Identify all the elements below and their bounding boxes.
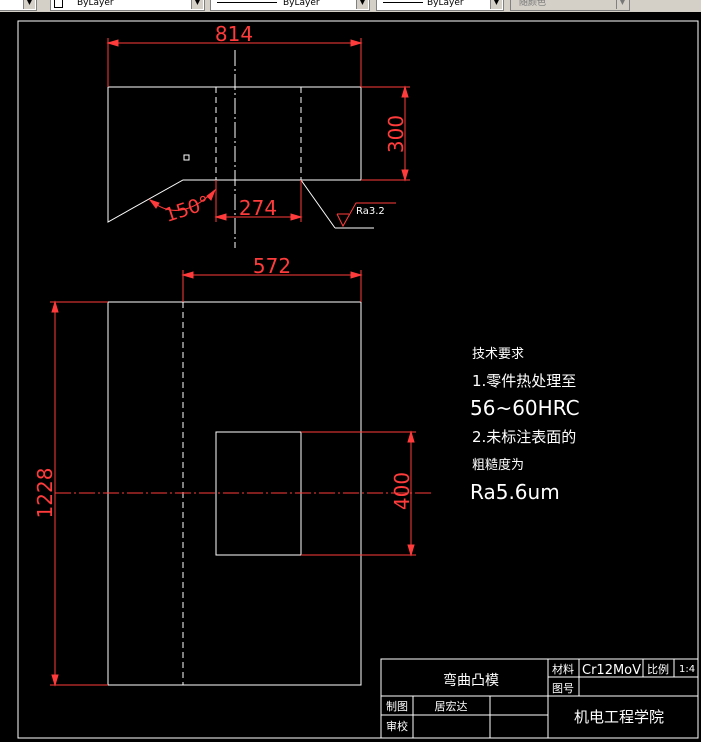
arrow-icon <box>51 674 59 687</box>
checked-label: 审校 <box>386 719 408 733</box>
plotstyle-control-dropdown[interactable]: 随颜色 ▼ <box>510 0 630 11</box>
part-name: 弯曲凸模 <box>443 672 499 689</box>
material-label: 材料 <box>552 662 574 676</box>
top-view-marker <box>183 154 190 161</box>
plotstyle-control-value: 随颜色 <box>519 0 547 8</box>
title-block <box>380 658 699 739</box>
dim-572-text: 572 <box>253 254 291 278</box>
roughness-check-mark <box>336 202 396 228</box>
linetype-control-value: ByLayer <box>283 0 320 8</box>
drawn-label: 制图 <box>386 700 408 713</box>
properties-toolbar: ▼ ByLayer ▼ ByLayer ▼ ByLayer ▼ 随颜色 ▼ <box>0 0 701 12</box>
lineweight-preview <box>383 2 423 3</box>
title-block-text: 弯曲凸模 材料 Cr12MoV 比例 1:4 图号 制图 居宏达 审校 机电工程… <box>386 662 695 733</box>
top-view-dim-text: 814 300 274 150° <box>162 22 408 227</box>
material-value: Cr12MoV <box>582 663 641 678</box>
notes-line-5: Ra5.6um <box>470 480 560 504</box>
arrow-icon <box>148 199 160 209</box>
dim-400-text: 400 <box>390 472 414 510</box>
front-view-dim-text: 572 1228 400 <box>33 254 414 518</box>
dim-angle-text: 150° <box>162 192 212 227</box>
drawing-frame <box>17 20 699 739</box>
title-block-frame <box>380 658 699 739</box>
technical-notes: 技术要求 1.零件热处理至 56~60HRC 2.未标注表面的 粗糙度为 Ra5… <box>470 347 580 504</box>
notes-line-3: 2.未标注表面的 <box>472 428 576 446</box>
chevron-down-icon: ▼ <box>490 0 502 9</box>
scale-label: 比例 <box>647 662 669 676</box>
arrow-icon <box>181 271 194 279</box>
chevron-down-icon: ▼ <box>23 0 35 9</box>
arrow-icon <box>206 188 217 201</box>
roughness-symbol-icon <box>336 202 396 228</box>
lineweight-control-value: ByLayer <box>427 0 464 8</box>
arrow-icon <box>51 300 59 313</box>
scale-value: 1:4 <box>679 664 695 675</box>
chevron-down-icon: ▼ <box>356 0 368 9</box>
dim-814-text: 814 <box>215 22 253 46</box>
arrow-icon <box>350 271 363 279</box>
chevron-down-icon: ▼ <box>191 0 203 9</box>
color-control-dropdown[interactable]: ByLayer ▼ <box>50 0 205 11</box>
arrow-icon <box>214 213 227 221</box>
arrow-icon <box>401 85 409 98</box>
arrow-icon <box>407 544 415 557</box>
roughness-leader <box>300 179 336 229</box>
notes-line-2: 56~60HRC <box>470 396 580 420</box>
roughness-text: Ra3.2 <box>356 206 385 217</box>
layer-control-dropdown[interactable]: ▼ <box>0 0 37 11</box>
lineweight-control-dropdown[interactable]: ByLayer ▼ <box>376 0 504 11</box>
top-view-dimensions <box>106 38 410 222</box>
color-swatch-icon <box>54 0 63 8</box>
arrow-icon <box>401 169 409 182</box>
front-view-dimensions <box>50 270 416 687</box>
notes-line-1: 1.零件热处理至 <box>472 372 576 390</box>
drawing-no-label: 图号 <box>552 682 574 695</box>
notes-line-4: 粗糙度为 <box>472 457 524 473</box>
notes-title: 技术要求 <box>472 347 524 362</box>
linetype-preview <box>217 2 277 3</box>
linetype-control-dropdown[interactable]: ByLayer ▼ <box>210 0 370 11</box>
chevron-down-icon: ▼ <box>616 0 628 9</box>
arrow-icon <box>290 213 303 221</box>
color-control-value: ByLayer <box>77 0 114 8</box>
institute-name: 机电工程学院 <box>574 708 664 726</box>
drawn-name: 居宏达 <box>435 699 468 713</box>
arrow-icon <box>350 39 363 47</box>
dim-300-text: 300 <box>384 115 408 153</box>
dim-1228-text: 1228 <box>33 468 57 519</box>
arrow-icon <box>106 39 119 47</box>
dim-274-text: 274 <box>239 196 277 220</box>
arrow-icon <box>407 430 415 443</box>
